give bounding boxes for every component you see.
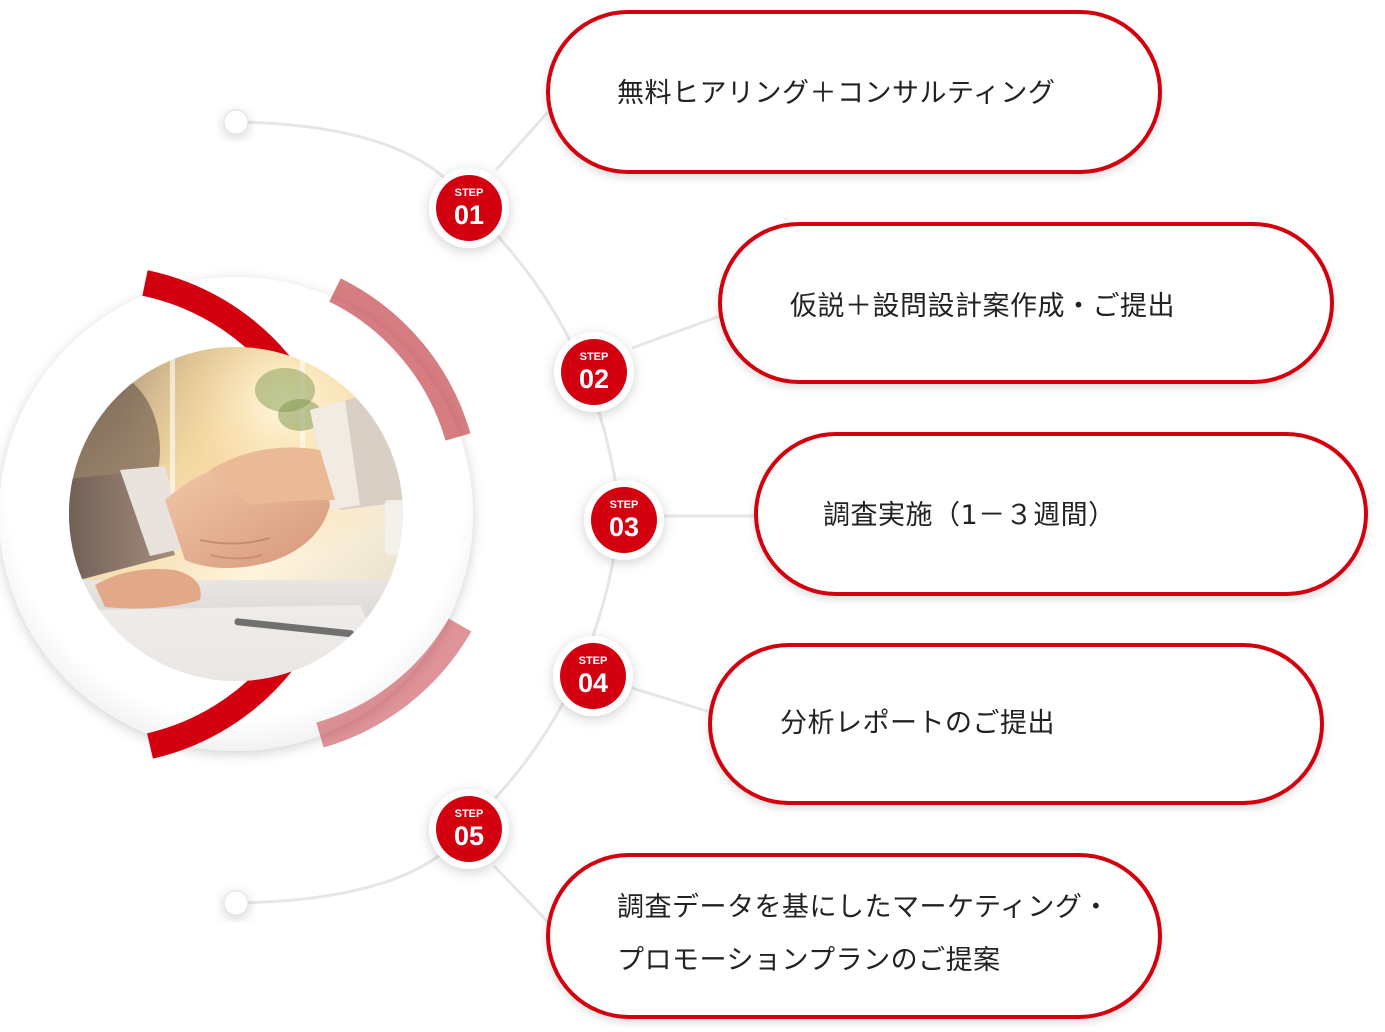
timeline-end-dot [223,890,249,916]
step-pill-5 [546,853,1162,1019]
step-tag-4: STEP [579,655,608,667]
connector-step-2 [631,314,721,350]
step-tag-2: STEP [580,351,609,363]
connector-step-5 [492,864,550,924]
step-badge-1 [436,175,502,241]
step-badge-2 [561,339,627,405]
step-text-5-line-1: 調査データを基にしたマーケティング・ [617,892,1110,923]
step-badge-4 [560,643,626,709]
handshake-photo [69,347,403,681]
connector-step-1 [494,110,550,172]
connector-step-4 [631,686,711,714]
step-text-1: 無料ヒアリング＋コンサルティング [617,78,1056,109]
step-tag-3: STEP [610,499,639,511]
step-number-4: 04 [578,668,608,698]
step-text-5-line-2: プロモーションプランのご提案 [617,945,1001,976]
step-text-2: 仮説＋設問設計案作成・ご提出 [790,291,1175,322]
step-number-1: 01 [454,200,484,230]
step-tag-5: STEP [455,808,484,820]
step-pill-3 [754,432,1368,596]
red-ring-shade [329,278,471,441]
step-number-5: 05 [454,821,484,851]
step-number-2: 02 [579,364,609,394]
step-text-4: 分析レポートのご提出 [780,708,1055,739]
step-badge-5 [436,796,502,862]
step-pill-1 [546,10,1162,174]
red-ring-shade-lower [316,618,472,748]
step-badge-3 [591,487,657,553]
step-pill-2 [718,222,1334,384]
timeline-start-dot [223,109,249,135]
step-number-3: 03 [609,512,639,542]
step-pills [546,10,1368,1019]
step-pill-4 [708,643,1324,805]
connectors [492,110,756,924]
step-tag-1: STEP [455,187,484,199]
step-text-3: 調査実施（1－３週間） [823,500,1116,531]
